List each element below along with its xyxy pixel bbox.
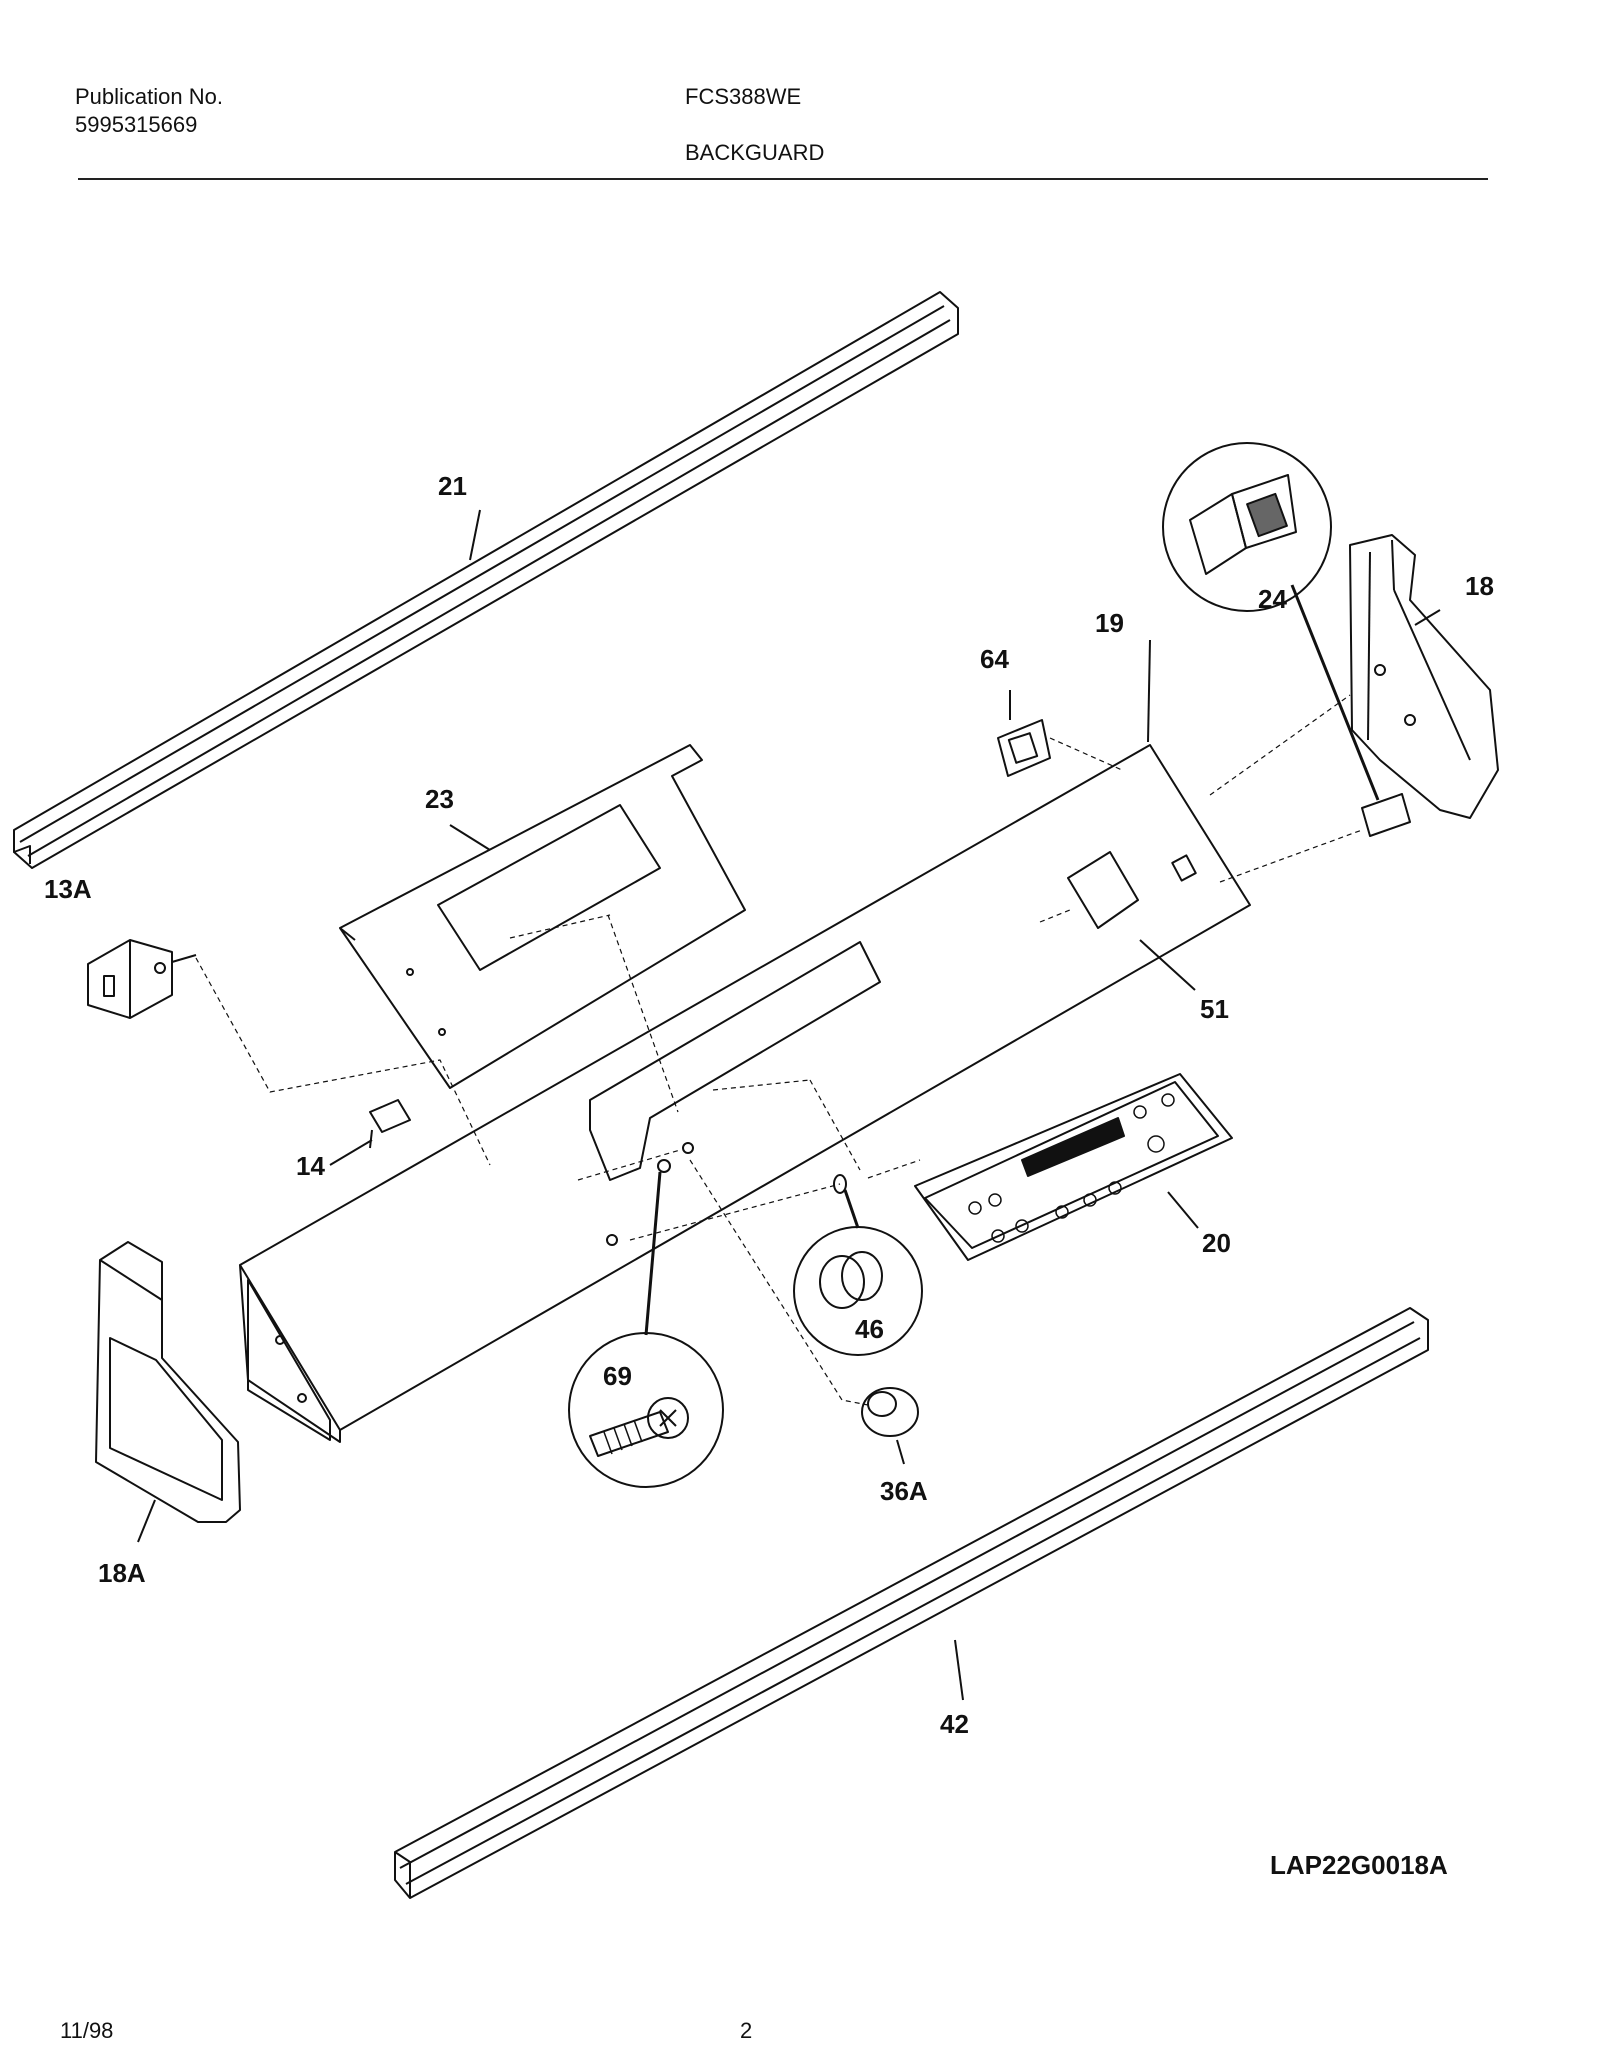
header-rule: [78, 178, 1488, 180]
callout-64: 64: [980, 644, 1009, 674]
callout-51: 51: [1200, 994, 1229, 1024]
leader-lines: [329, 509, 1441, 1229]
callout-21: 21: [438, 471, 467, 501]
publication-number: 5995315669: [75, 112, 198, 137]
model-number: FCS388WE: [685, 84, 802, 109]
part-69-screw: [568, 1142, 724, 1488]
part-23-cover-plate: [339, 744, 746, 1089]
part-19-backguard-panel: [239, 744, 1251, 1443]
footer-date: 11/98: [60, 2018, 114, 2043]
callout-24: 24: [1258, 584, 1287, 614]
part-36a-knob: [861, 1387, 919, 1465]
part-42-bottom-trim: [394, 1307, 1429, 1899]
part-21-top-trim: [13, 291, 959, 869]
callout-69: 69: [603, 1361, 632, 1391]
callout-19: 19: [1095, 608, 1124, 638]
part-18-right-end-cap: [1349, 534, 1499, 819]
callout-18: 18: [1465, 571, 1494, 601]
callout-18a: 18A: [98, 1558, 146, 1588]
part-24-indicator-light: [1162, 442, 1411, 837]
part-14-clip: [369, 1099, 411, 1149]
callout-13a: 13A: [44, 874, 92, 904]
callout-23: 23: [425, 784, 454, 814]
callout-42: 42: [940, 1709, 969, 1739]
part-18a-left-end-cap: [95, 1241, 241, 1543]
publication-label: Publication No.: [75, 84, 223, 109]
callout-36a: 36A: [880, 1476, 928, 1506]
callout-46: 46: [855, 1314, 884, 1344]
section-title: BACKGUARD: [685, 140, 825, 165]
assembly-lines: [195, 694, 1363, 1406]
drawing-code: LAP22G0018A: [1270, 1850, 1448, 1880]
part-64-bracket: [997, 719, 1051, 777]
part-20-electronic-control: [914, 1073, 1233, 1261]
part-13a-switch: [87, 939, 197, 1019]
part-46-knob: [793, 1174, 923, 1356]
callout-14: 14: [296, 1151, 325, 1181]
callout-20: 20: [1202, 1228, 1231, 1258]
footer-page-number: 2: [740, 2018, 753, 2043]
